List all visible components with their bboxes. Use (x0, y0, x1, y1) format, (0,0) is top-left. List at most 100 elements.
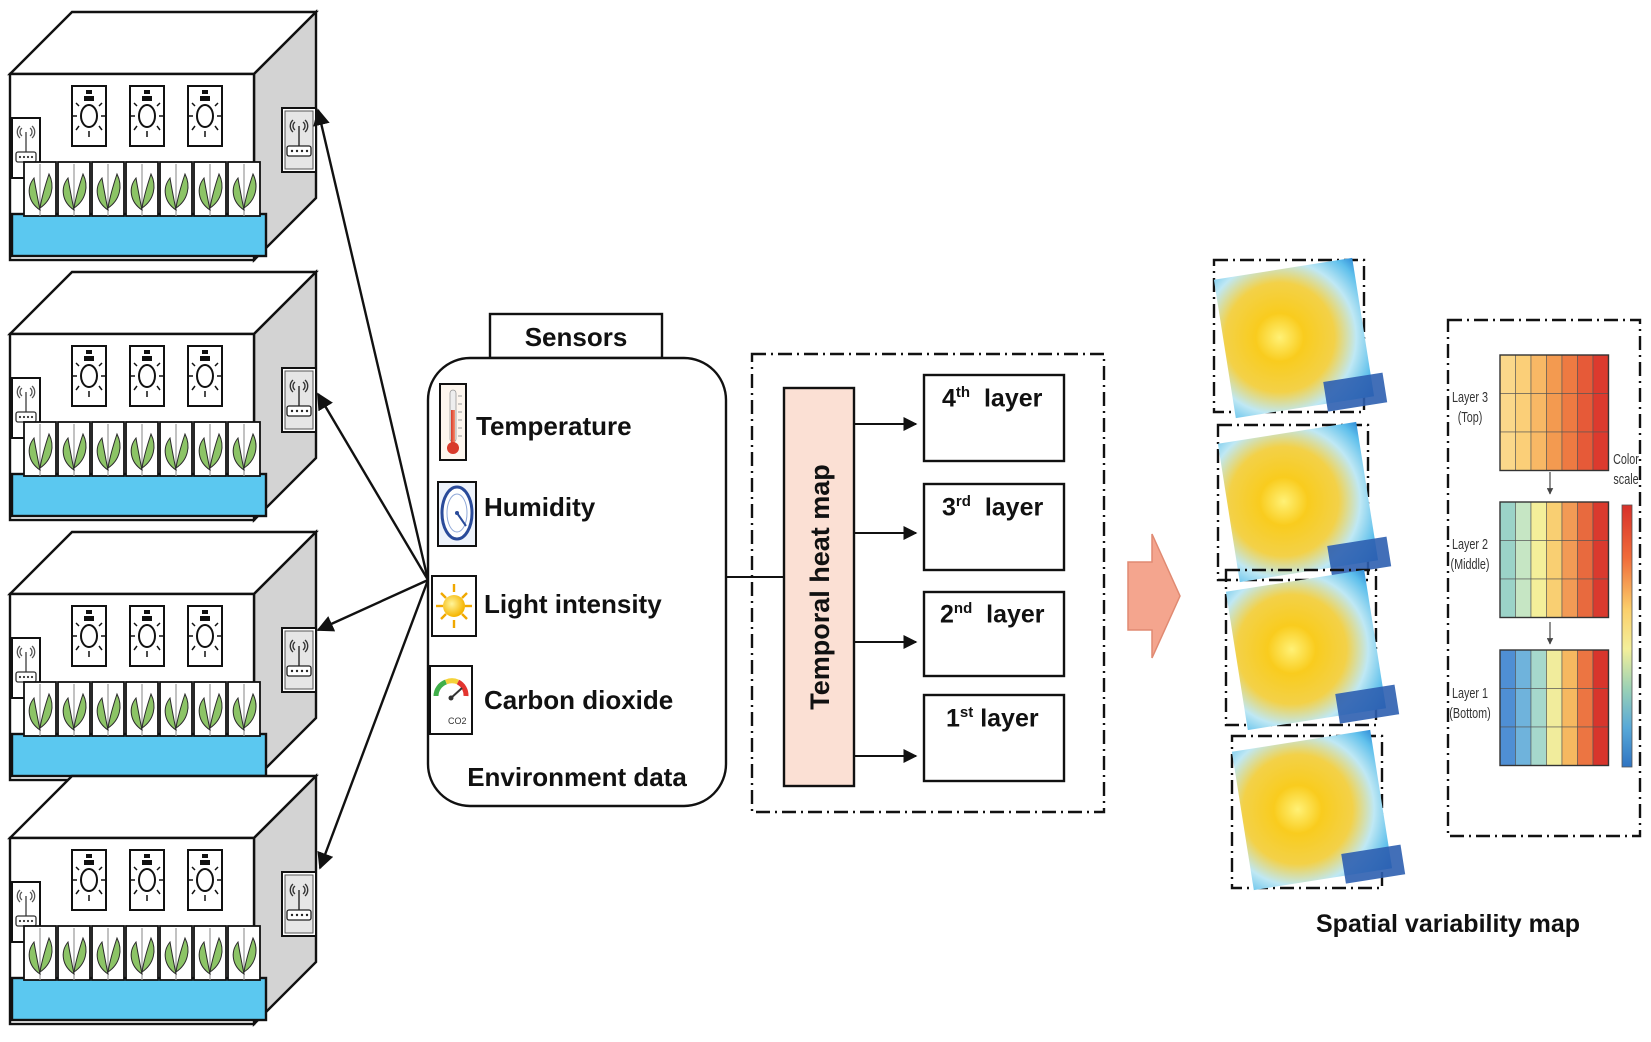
layer-label-1: 1st layer (946, 704, 1039, 733)
spatial-layer-2-label: Layer 2(Middle) (1450, 536, 1490, 573)
hygrometer-gauge-icon (437, 481, 477, 547)
unit-tray (10, 976, 268, 1022)
layer-grid-cell (1515, 688, 1532, 728)
plant-icon (91, 925, 125, 981)
plant-icon (193, 421, 227, 477)
grow-lamp-icon (129, 849, 165, 911)
plant-icon (91, 681, 125, 737)
plant-icon (159, 161, 193, 217)
plant-icon (57, 925, 91, 981)
plant-icon (23, 421, 57, 477)
plant-icon (227, 161, 261, 217)
layer-box-3 (922, 482, 1066, 572)
spatial-panel-border (1446, 318, 1642, 838)
plant-icon (227, 925, 261, 981)
layer-grid-cell (1577, 393, 1594, 433)
layer-grid-cell (1546, 578, 1563, 618)
router-icon (281, 107, 317, 173)
grow-lamp-icon (187, 85, 223, 147)
grow-lamp-icon (187, 849, 223, 911)
layer-grid-cell (1577, 649, 1594, 689)
layer-grid-cell (1546, 354, 1563, 394)
sensor-connection-lines (313, 108, 430, 870)
sensors-panel: CO2 (426, 312, 728, 808)
layer-grid-cell (1515, 649, 1532, 689)
environment-data-label: Environment data (467, 762, 687, 792)
layer-grid-cell (1592, 688, 1609, 728)
layer-grid-cell (1561, 354, 1578, 394)
layer-grid-cell (1561, 393, 1578, 433)
layer-grid-cell (1561, 501, 1578, 541)
sensors-box (426, 356, 728, 808)
sensor-label-temperature: Temperature (476, 411, 632, 441)
layer-grid-cell (1592, 578, 1609, 618)
layer-grid-cell (1530, 578, 1547, 618)
grow-lamp-icon (71, 345, 107, 407)
layer-grid-cell (1499, 649, 1516, 689)
plant-icon (193, 161, 227, 217)
plant-icon (159, 925, 193, 981)
heat-map-tile-4 (1212, 256, 1388, 426)
layer-grid-cell (1561, 540, 1578, 580)
layer-box-4 (922, 373, 1066, 463)
layer-grid-cell (1592, 540, 1609, 580)
layer-grid-cell (1577, 431, 1594, 471)
spatial-layer-1-label: Layer 1(Bottom) (1449, 685, 1491, 722)
layer-grid-cell (1592, 649, 1609, 689)
thermometer-icon (439, 383, 467, 461)
layer-grid-cell (1530, 540, 1547, 580)
spatial-layer-3-label: Layer 3(Top) (1451, 389, 1489, 426)
router-icon (281, 627, 317, 693)
layer-grid-cell (1561, 726, 1578, 766)
layer-grid-cell (1577, 688, 1594, 728)
sensor-label-humidity: Humidity (484, 492, 596, 522)
layer-grid-cell (1530, 688, 1547, 728)
greenhouse-unit-4 (7, 9, 319, 263)
plant-icon (23, 925, 57, 981)
layer-grid-cell (1546, 649, 1563, 689)
greenhouse-units (7, 9, 319, 1027)
plant-icon (57, 421, 91, 477)
layer-grid-cell (1530, 393, 1547, 433)
layer-grid-cell (1546, 688, 1563, 728)
sensor-label-carbon-dioxide: Carbon dioxide (484, 685, 674, 715)
layer-grid-cell (1499, 578, 1516, 618)
temporal-heatmap-panel: Temporal heat map (726, 352, 1106, 814)
layer-grid-cell (1515, 501, 1532, 541)
plant-icon (91, 161, 125, 217)
heat-map-tile-2 (1224, 568, 1400, 738)
plant-icon (125, 421, 159, 477)
layer-grid-cell (1577, 501, 1594, 541)
co2-gauge-icon (429, 665, 473, 735)
unit-tray (10, 732, 268, 778)
layer-grid-cell (1561, 649, 1578, 689)
layer-grid-cell (1515, 354, 1532, 394)
plant-icon (227, 421, 261, 477)
layer-grid-cell (1577, 540, 1594, 580)
grow-lamp-icon (187, 605, 223, 667)
layer-grid-cell (1499, 726, 1516, 766)
layer-grid-cell (1561, 688, 1578, 728)
grow-lamp-icon (71, 605, 107, 667)
layer-box-2 (922, 590, 1066, 678)
layer-grid-cell (1546, 726, 1563, 766)
layer-grid-cell (1530, 501, 1547, 541)
layer-grid-cell (1561, 578, 1578, 618)
layer-grid-cell (1515, 726, 1532, 766)
layer-grid-cell (1530, 649, 1547, 689)
layer-box-1 (922, 693, 1066, 783)
plant-icon (125, 161, 159, 217)
grow-lamp-icon (129, 85, 165, 147)
layer-grid-cell (1546, 501, 1563, 541)
greenhouse-unit-1 (7, 773, 319, 1027)
layer-grid-cell (1546, 431, 1563, 471)
layer-grid-1 (1499, 649, 1610, 767)
layer-grid-cell (1577, 726, 1594, 766)
spatial-variability-caption: Spatial variability map (1316, 910, 1580, 938)
layer-label-4: 4th layer (942, 384, 1043, 413)
layer-grid-3 (1499, 354, 1610, 472)
temporal-heat-map-label: Temporal heat map (805, 464, 835, 710)
layer-grid-cell (1561, 431, 1578, 471)
greenhouse-unit-3 (7, 269, 319, 523)
